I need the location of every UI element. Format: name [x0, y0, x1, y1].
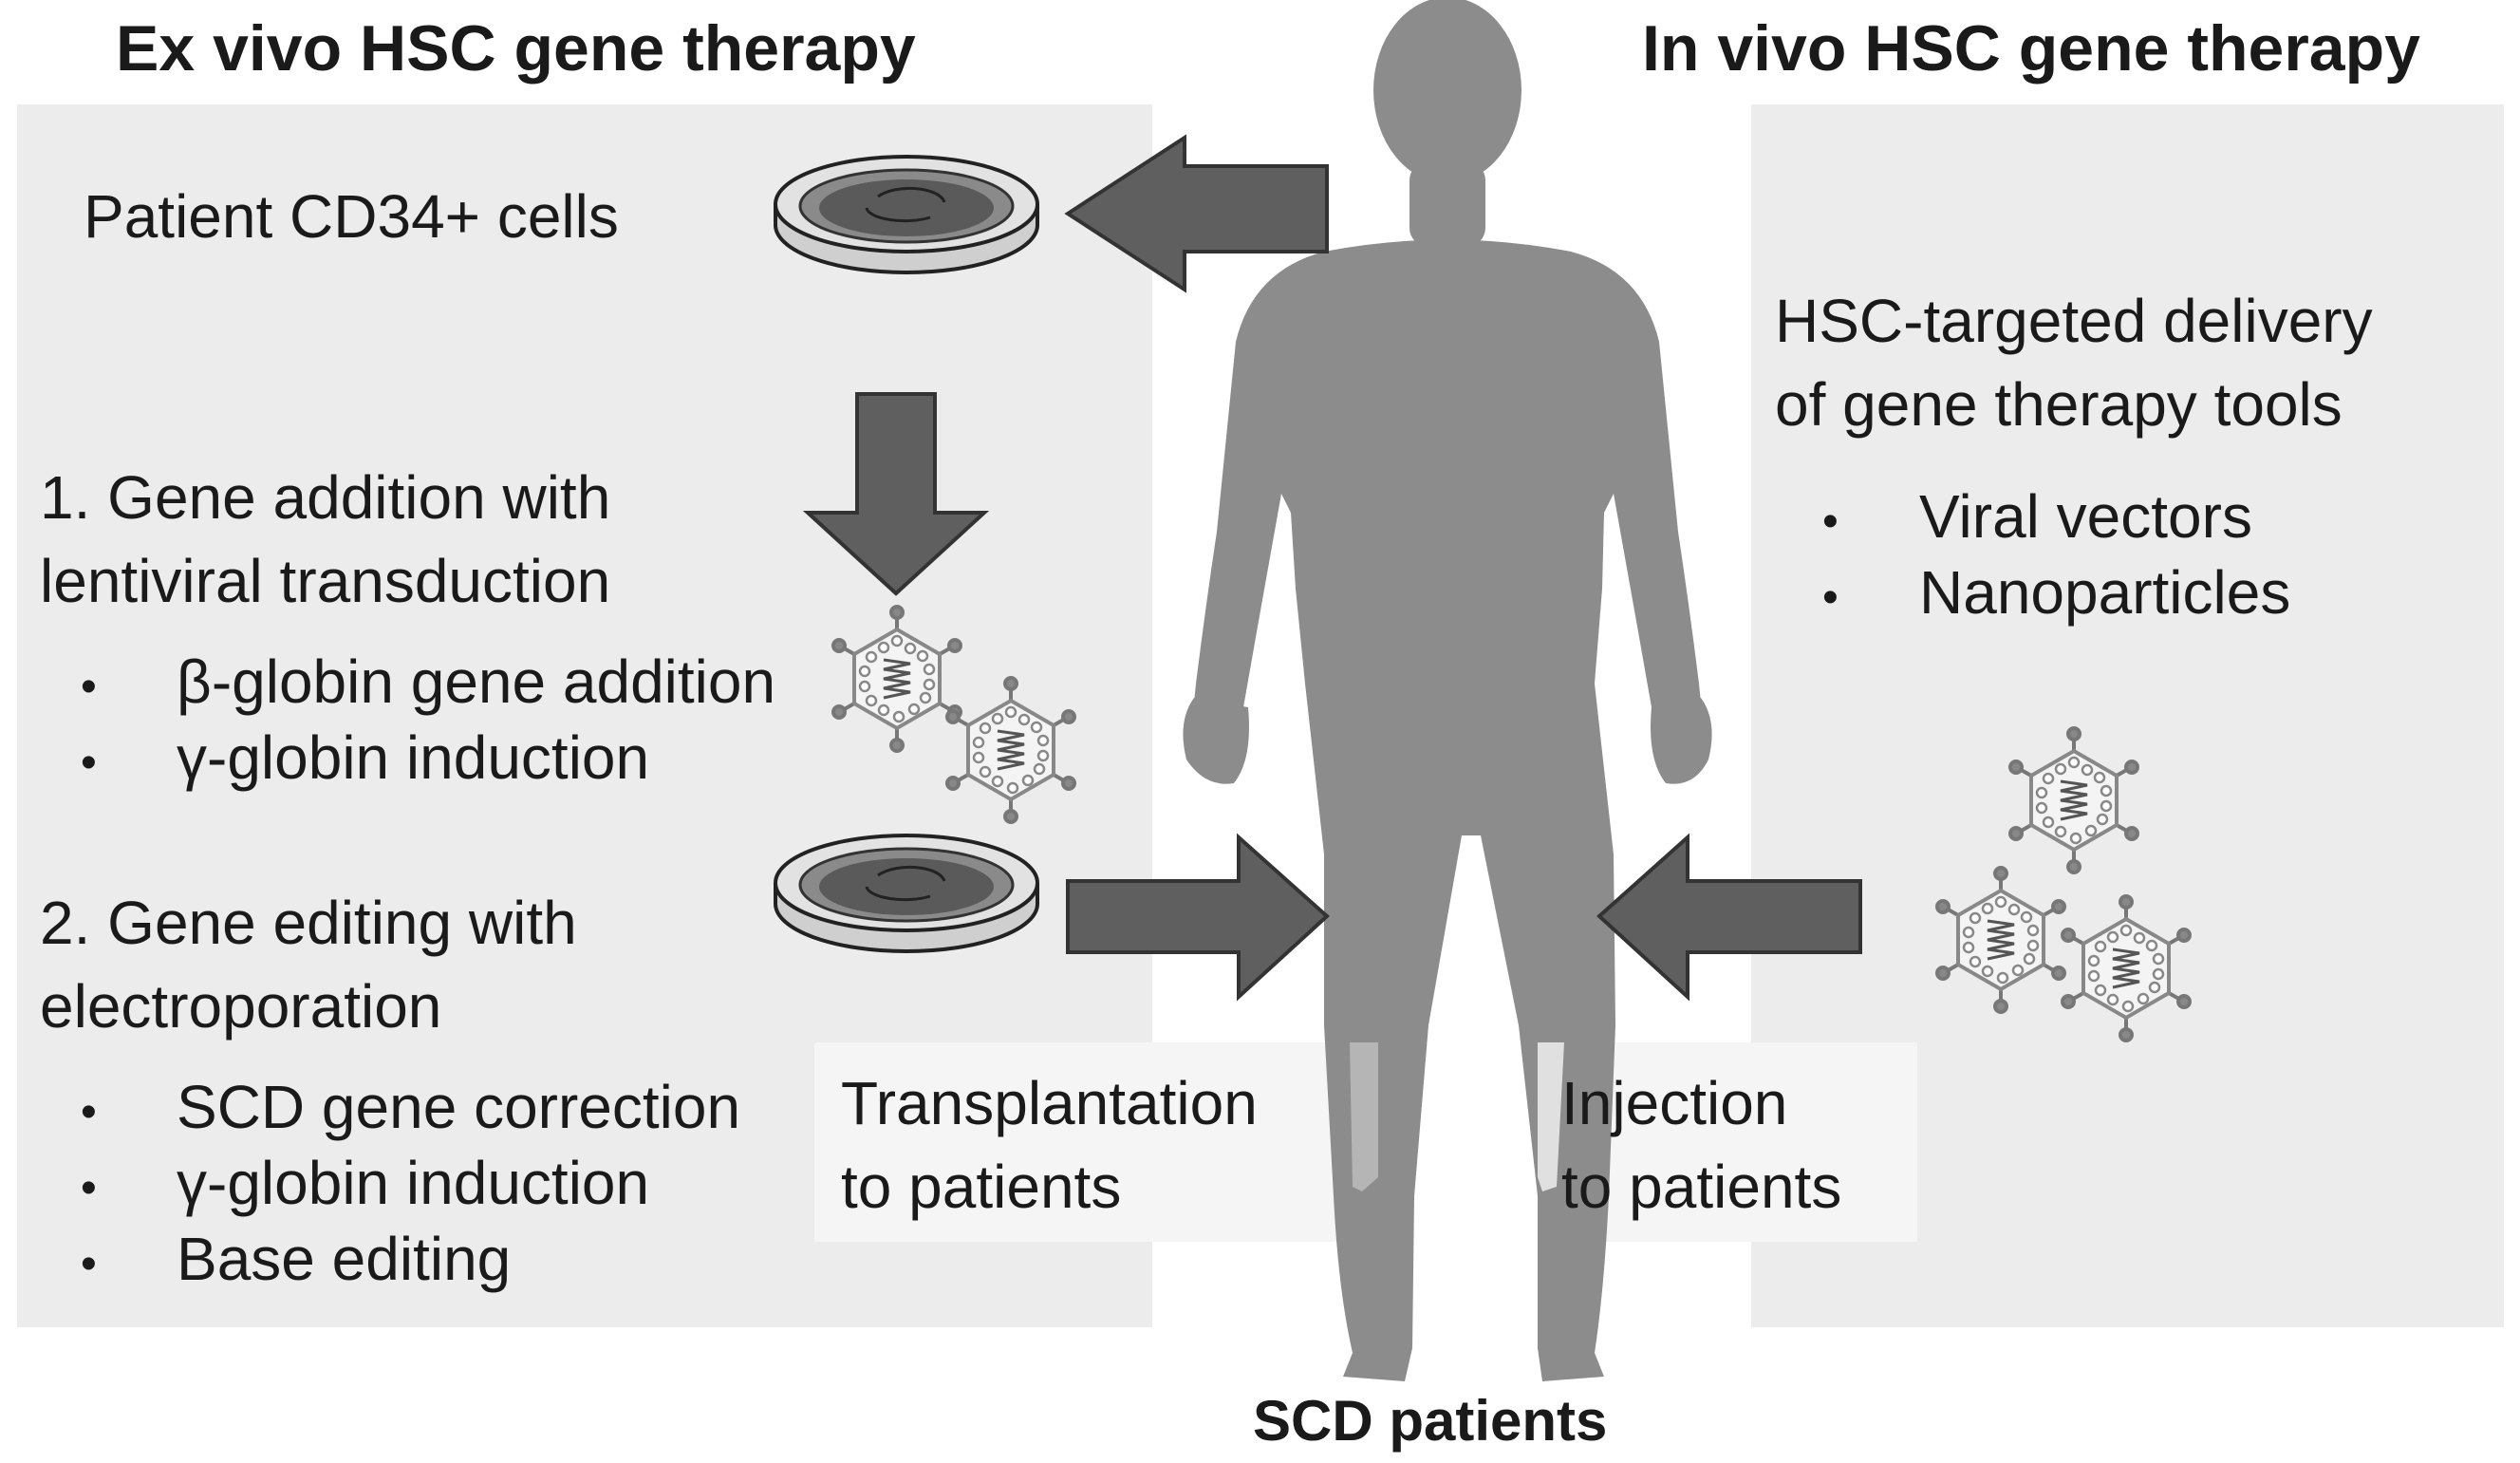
bullet-icon: • [81, 1163, 97, 1213]
transplant-label-box [814, 1042, 1360, 1242]
step2-line1: 2. Gene editing with [40, 889, 577, 957]
bullet-icon: • [1822, 497, 1839, 547]
in-vivo-title: In vivo HSC gene therapy [1642, 12, 2420, 84]
virus-icon [2061, 894, 2192, 1042]
step1-bullet: γ-globin induction [177, 723, 650, 792]
transplant-line1: Transplantation [841, 1069, 1258, 1137]
step2-line2: electroporation [40, 972, 442, 1041]
petri-dish-icon [774, 155, 1039, 274]
leg-highlight-left [1350, 1042, 1378, 1191]
injection-line2: to patients [1561, 1153, 1842, 1221]
delivery-line1: HSC-targeted delivery [1775, 287, 2373, 355]
step1-bullet: β-globin gene addition [177, 647, 776, 716]
leg-highlight-right [1538, 1042, 1564, 1191]
step2-bullet: Base editing [177, 1225, 512, 1293]
virus-icon [831, 605, 962, 753]
in-vivo-bullet: Viral vectors [1919, 482, 2252, 551]
bullet-icon: • [81, 1087, 97, 1137]
step1-line1: 1. Gene addition with [40, 463, 611, 532]
arrow-left-in-vivo-icon [1596, 833, 1862, 1002]
in-vivo-bullet: Nanoparticles [1919, 558, 2291, 627]
virus-icon [1935, 866, 2066, 1014]
petri-dish-icon [774, 834, 1039, 953]
ex-vivo-title: Ex vivo HSC gene therapy [116, 12, 916, 84]
virus-icon [945, 676, 1076, 824]
step2-bullet: SCD gene correction [177, 1073, 741, 1141]
transplant-line2: to patients [841, 1153, 1122, 1221]
patients-label: SCD patients [1253, 1389, 1608, 1453]
virus-icon [2008, 726, 2139, 874]
bullet-icon: • [81, 662, 97, 712]
human-silhouette-icon [1183, 0, 1712, 1381]
delivery-line2: of gene therapy tools [1775, 370, 2343, 439]
bullet-icon: • [81, 738, 97, 788]
cells-label: Patient CD34+ cells [84, 182, 619, 251]
step1-line2: lentiviral transduction [40, 547, 611, 615]
arrow-down-icon [802, 392, 990, 596]
step2-bullet: γ-globin induction [177, 1149, 650, 1217]
arrow-left-icon [1064, 134, 1329, 293]
bullet-icon: • [81, 1239, 97, 1289]
bullet-icon: • [1822, 572, 1839, 623]
arrow-right-icon [1066, 833, 1330, 1002]
injection-line1: Injection [1561, 1069, 1788, 1137]
